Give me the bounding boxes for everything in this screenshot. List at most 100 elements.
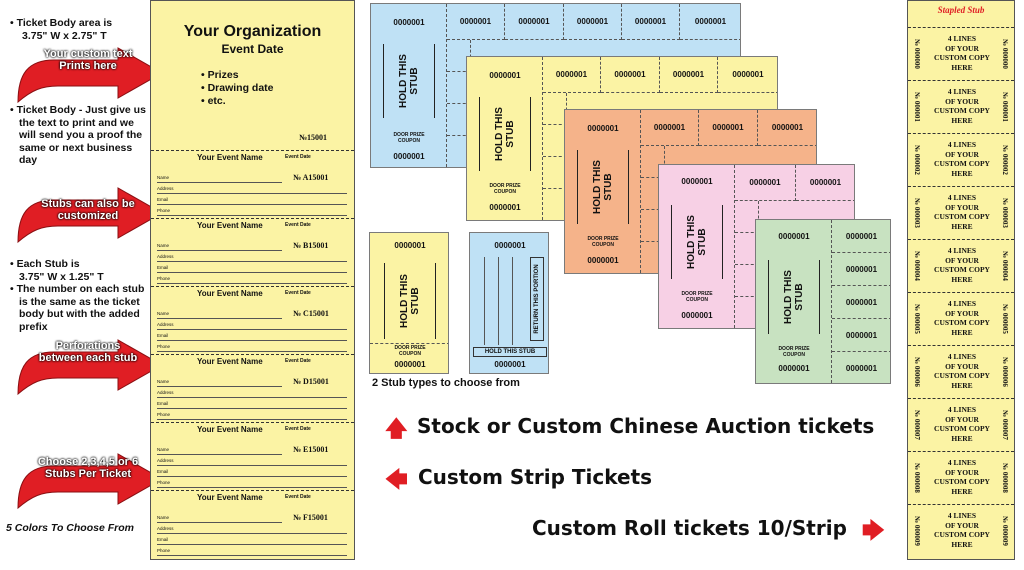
- roll-copy-line: OF YOUR: [945, 520, 979, 530]
- stub-event-date: Event Date: [285, 358, 311, 364]
- strip-stub: Your Event Name Event Date № C15001 Name…: [151, 286, 354, 354]
- ticket-cell: 0000001: [564, 4, 622, 40]
- hold-box: HOLD THIS STUB: [577, 150, 629, 224]
- roll-copy-line: HERE: [951, 327, 973, 337]
- stub-event-date: Event Date: [285, 222, 311, 228]
- arrow-stubs-custom: Stubs can also be customized: [14, 184, 164, 244]
- stub-field-line: Phone: [157, 546, 347, 556]
- return-text: RETURN THIS PORTION: [534, 264, 540, 334]
- note-body-area-2: 3.75" W x 2.75" T: [22, 29, 107, 42]
- ticket-stub: 0000001 HOLD THIS STUB DOOR PRIZE COUPON…: [756, 220, 832, 383]
- ticket-cell: 0000001: [832, 286, 890, 319]
- headline-chinese-auction: Stock or Custom Chinese Auction tickets: [417, 414, 875, 438]
- roll-serial-left: № 000003: [913, 198, 921, 228]
- stub-field-line: Email: [157, 195, 347, 205]
- roll-serial-right: № 000007: [1001, 410, 1009, 440]
- stub-field-line: Phone: [157, 206, 347, 216]
- strip-stub: Your Event Name Event Date № F15001 Name…: [151, 490, 354, 558]
- ticket-cell: 0000001: [832, 220, 890, 253]
- strip-stub: Your Event Name Event Date № E15001 Name…: [151, 422, 354, 490]
- arrow-perforations-label: Perforations between each stub: [38, 340, 138, 364]
- stub-field-line: Email: [157, 535, 347, 545]
- strip-event-date: Event Date: [221, 42, 284, 56]
- stub-number: № D15001: [293, 377, 329, 386]
- stub-field-line: Address: [157, 456, 347, 466]
- hold-text: HOLD THIS STUB: [686, 215, 708, 269]
- roll-copy-line: OF YOUR: [945, 96, 979, 106]
- roll-serial-left: № 000007: [913, 410, 921, 440]
- roll-serial-right: № 000005: [1001, 304, 1009, 334]
- strip-body-number: №15001: [299, 133, 328, 142]
- stub-event-name: Your Event Name: [197, 425, 263, 434]
- ticket-number: 0000001: [393, 152, 425, 161]
- roll-serial-left: № 000009: [913, 516, 921, 546]
- stub-types-caption: 2 Stub types to choose from: [372, 377, 520, 389]
- ticket-cell: 0000001: [699, 110, 758, 146]
- ticket-cell: 0000001: [832, 253, 890, 286]
- roll-copy-line: OF YOUR: [945, 255, 979, 265]
- ticket-number: 0000001: [494, 241, 526, 250]
- ticket-cell: 0000001: [832, 319, 890, 352]
- roll-serial-left: № 000005: [913, 304, 921, 334]
- red-arrow-icon: [17, 453, 164, 510]
- roll-copy-line: HERE: [951, 380, 973, 390]
- note-body-proof: Ticket Body - Just give us the text to p…: [10, 104, 150, 167]
- roll-copy-line: CUSTOM COPY: [934, 371, 990, 380]
- ticket-sheet-green: 0000001 HOLD THIS STUB DOOR PRIZE COUPON…: [755, 219, 891, 384]
- roll-copy-line: 4 LINES: [947, 458, 977, 467]
- right-arrow-icon: 🡆: [862, 519, 885, 544]
- hold-text: HOLD THIS STUB: [398, 54, 420, 108]
- ticket-cell: 0000001: [543, 57, 601, 93]
- stub-number: № F15001: [293, 513, 328, 522]
- stub-event-date: Event Date: [285, 154, 311, 160]
- roll-copy-line: CUSTOM COPY: [934, 318, 990, 327]
- strip-bullet-1: • Prizes: [201, 69, 239, 81]
- roll-copy-line: 4 LINES: [947, 87, 977, 96]
- roll-copy-line: CUSTOM COPY: [934, 106, 990, 115]
- stub-field-line: Phone: [157, 410, 347, 420]
- roll-serial-left: № 000002: [913, 145, 921, 175]
- hold-box: HOLD THIS STUB: [479, 97, 531, 171]
- stub-field-line: Address: [157, 320, 347, 330]
- form-line: [498, 257, 499, 345]
- stub-field-line: Email: [157, 399, 347, 409]
- stub-number: № A15001: [293, 173, 329, 182]
- stub-field-line: Email: [157, 467, 347, 477]
- roll-copy-line: CUSTOM COPY: [934, 477, 990, 486]
- note-stub-size-2: 3.75" W x 1.25" T: [19, 270, 104, 283]
- roll-copy-line: 4 LINES: [947, 34, 977, 43]
- ticket-number: 0000001: [394, 360, 426, 369]
- stub-field-line: Name: [157, 445, 282, 455]
- hold-strip: HOLD THIS STUB: [473, 347, 547, 357]
- roll-copy-line: OF YOUR: [945, 308, 979, 318]
- stub-field-line: Address: [157, 184, 347, 194]
- return-box: RETURN THIS PORTION: [530, 257, 544, 341]
- roll-copy-line: HERE: [951, 274, 973, 284]
- ticket-stub: 0000001 HOLD THIS STUB DOOR PRIZE COUPON…: [371, 4, 447, 167]
- stub-event-date: Event Date: [285, 290, 311, 296]
- roll-serial-right: № 000002: [1001, 145, 1009, 175]
- headline-roll-tickets: Custom Roll tickets 10/Strip: [532, 516, 847, 540]
- ticket-number: 0000001: [393, 18, 425, 27]
- roll-copy-line: 4 LINES: [947, 405, 977, 414]
- note-stub-number: The number on each stub is the same as t…: [10, 283, 150, 333]
- roll-serial-right: № 000008: [1001, 463, 1009, 493]
- arrow-perforations: Perforations between each stub: [14, 336, 164, 396]
- roll-copy-line: HERE: [951, 486, 973, 496]
- door-prize: DOOR PRIZE COUPON: [394, 345, 426, 357]
- hold-text: HOLD THIS STUB: [592, 160, 614, 214]
- hold-text: HOLD THIS STUB: [783, 270, 805, 324]
- roll-copy-line: OF YOUR: [945, 43, 979, 53]
- roll-copy-line: HERE: [951, 62, 973, 72]
- stub-event-name: Your Event Name: [197, 357, 263, 366]
- door-prize: DOOR PRIZE COUPON: [681, 291, 713, 303]
- roll-copy-line: OF YOUR: [945, 414, 979, 424]
